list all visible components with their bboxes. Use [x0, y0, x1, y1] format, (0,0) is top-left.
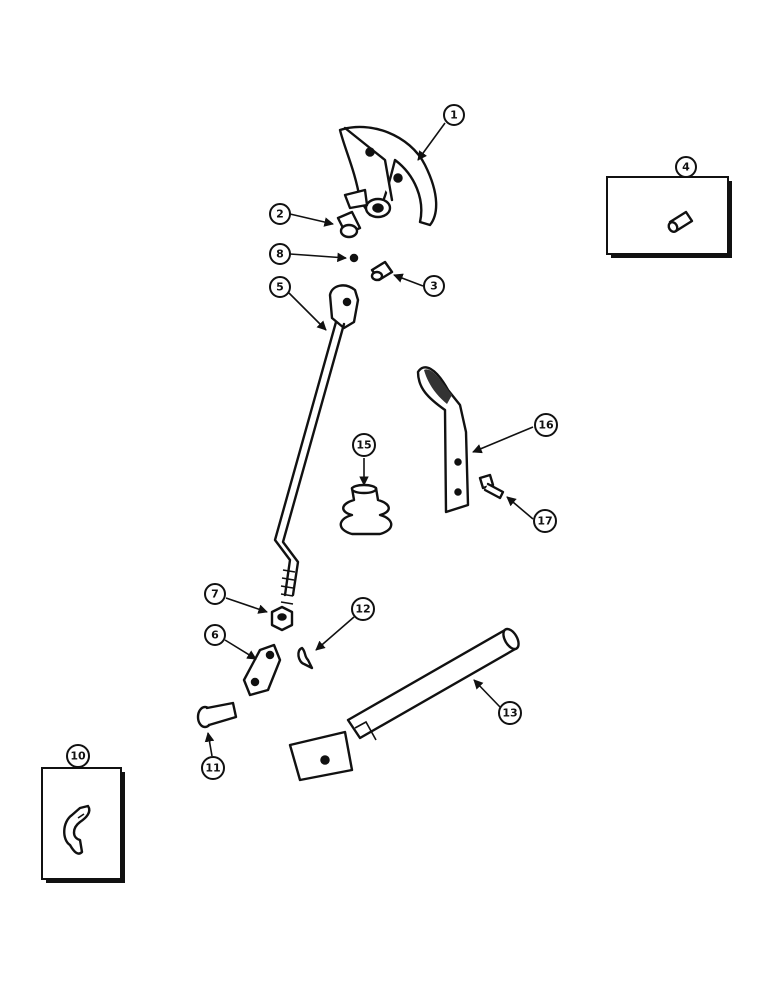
part-17-bolt [478, 473, 505, 500]
part-8-ball [349, 253, 359, 263]
callout-1-label: 1 [450, 109, 458, 122]
callout-13: 13 [498, 701, 522, 725]
part-1-quadrant-bracket [338, 125, 438, 227]
callout-6-label: 6 [211, 629, 219, 642]
callout-5-label: 5 [276, 281, 284, 294]
callout-10-label: 10 [70, 750, 86, 763]
part-10-spring-clip [63, 804, 91, 855]
part-2-bushing [336, 210, 362, 239]
callout-2-label: 2 [276, 208, 284, 221]
callout-13-label: 13 [502, 707, 517, 720]
leader-lines [77, 122, 687, 768]
callout-15-label: 15 [356, 439, 371, 452]
callout-10: 10 [66, 744, 90, 768]
callout-17-label: 17 [537, 515, 552, 528]
part-3-pin [370, 260, 394, 282]
callout-11-label: 11 [205, 762, 220, 775]
part-7-nut [270, 605, 294, 632]
callout-12: 12 [351, 597, 375, 621]
part-13-cross-shaft [288, 627, 520, 782]
inset-box-4 [606, 176, 732, 258]
callout-4-label: 4 [682, 161, 690, 174]
callout-16: 16 [534, 413, 558, 437]
part-12-cotter-pin [297, 646, 314, 670]
callout-11: 11 [201, 756, 225, 780]
callout-5: 5 [269, 276, 291, 298]
callout-2: 2 [269, 203, 291, 225]
callout-3: 3 [423, 275, 445, 297]
callout-6: 6 [204, 624, 226, 646]
callout-8: 8 [269, 243, 291, 265]
inset-box-10 [41, 767, 125, 883]
callout-7: 7 [204, 583, 226, 605]
callout-16-label: 16 [538, 419, 554, 432]
callout-4: 4 [675, 156, 697, 178]
part-6-clevis [242, 643, 282, 697]
callout-1: 1 [443, 104, 465, 126]
part-16-lever-strap [416, 366, 470, 514]
part-4-roll-pin [667, 210, 694, 233]
callout-3-label: 3 [430, 280, 438, 293]
callout-12-label: 12 [355, 603, 370, 616]
part-15-rubber-boot [339, 483, 393, 536]
callout-17: 17 [533, 509, 557, 533]
callout-8-label: 8 [276, 248, 284, 261]
callout-15: 15 [352, 433, 376, 457]
part-11-clevis-pin [196, 701, 238, 729]
part-5-control-rod [273, 284, 360, 605]
callout-7-label: 7 [211, 588, 219, 601]
